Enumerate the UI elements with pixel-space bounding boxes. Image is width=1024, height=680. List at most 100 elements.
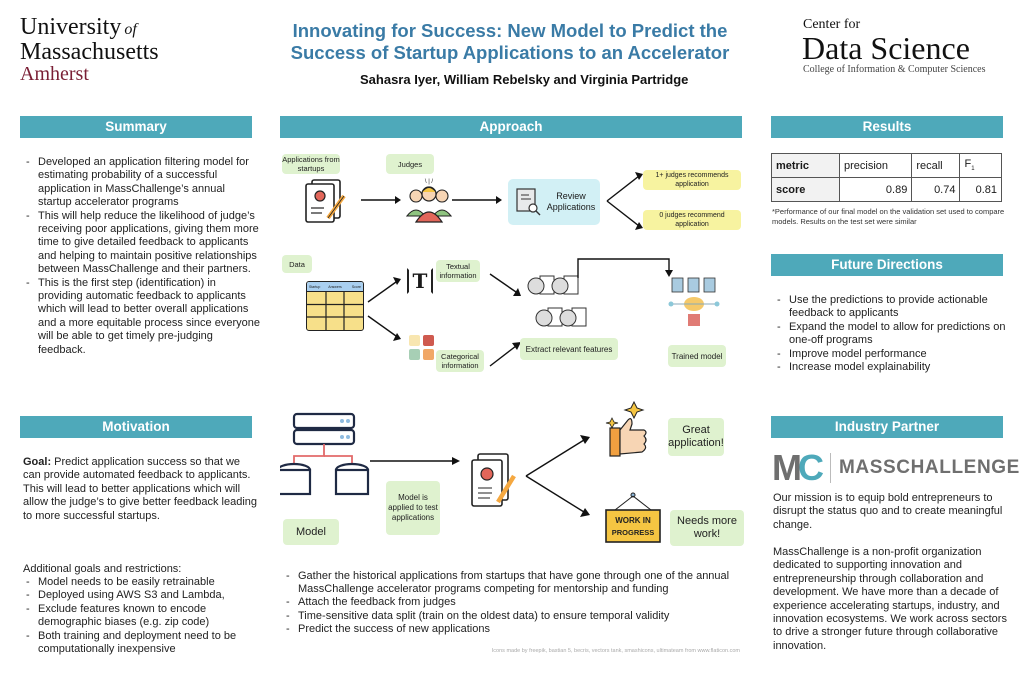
summary-item: This will help reduce the likelihood of …	[24, 210, 260, 277]
precision-header: precision	[838, 153, 913, 178]
additional-goals-heading: Additional goals and restrictions:	[23, 563, 182, 575]
future-item: Use the predictions to provide actionabl…	[775, 294, 1015, 321]
model-applied-box: Model is applied to test applications	[386, 481, 440, 535]
title-line-1: Innovating for Success: New Model to Pre…	[292, 20, 728, 41]
industry-partner-header: Industry Partner	[771, 416, 1003, 438]
goal-label: Goal:	[23, 456, 52, 468]
future-item: Improve model performance	[775, 348, 1015, 362]
data-split-arrows-icon	[367, 277, 401, 341]
umass-logo-line3: Amherst	[20, 63, 89, 85]
poster-title: Innovating for Success: New Model to Pre…	[270, 20, 750, 64]
motivation-list: Model needs to be easily retrainable Dep…	[24, 576, 260, 656]
title-line-2: Success of Startup Applications to an Ac…	[290, 42, 730, 63]
center-data-science-logo: Center for Data Science College of Infor…	[802, 17, 985, 76]
text-bracket-icon	[407, 268, 433, 294]
f1-header: F1	[959, 153, 1002, 178]
f1-letter: F	[964, 158, 972, 171]
test-application-document-icon	[471, 453, 516, 507]
results-table: metric precision recall F1 score 0.89 0.…	[771, 153, 1002, 202]
judges-icon: \ | /	[405, 179, 453, 223]
data-table-icon: Startup Answers Score	[306, 281, 364, 331]
mc-mark: MC	[772, 447, 824, 488]
outcome-split-arrows-icon	[525, 435, 590, 517]
arrow-icon	[452, 196, 502, 204]
arrow-icon	[370, 457, 460, 465]
score-label: score	[771, 177, 840, 202]
authors: Sahasra Iyer, William Rebelsky and Virgi…	[360, 72, 689, 87]
motivation-goal: Goal: Predict application success so tha…	[23, 456, 259, 523]
outcome-recommend-box: 1+ judges recommends application	[643, 170, 741, 190]
feature-extraction-icon	[527, 275, 587, 327]
review-applications-box: Review Applications	[508, 179, 600, 225]
recall-header: recall	[911, 153, 961, 178]
split-arrows-icon	[606, 172, 643, 230]
svg-text:\ | /: \ | /	[425, 179, 434, 185]
approach-item: Attach the feedback from judges	[284, 596, 744, 609]
future-directions-header: Future Directions	[771, 254, 1003, 276]
summary-item: Developed an application filtering model…	[24, 156, 260, 210]
approach-item: Predict the success of new applications	[284, 623, 744, 636]
extract-features-box: Extract relevant features	[520, 338, 618, 360]
umass-logo-line2: Massachusetts	[20, 39, 159, 65]
motivation-header: Motivation	[20, 416, 252, 438]
precision-value: 0.89	[838, 177, 913, 202]
future-item: Expand the model to allow for prediction…	[775, 321, 1015, 348]
logo-divider	[830, 453, 831, 483]
table-col-startup: Startup	[309, 285, 321, 289]
approach-item: Gather the historical applications from …	[284, 570, 744, 596]
results-header: Results	[771, 116, 1003, 138]
great-application-box: Great application!	[668, 418, 724, 456]
future-item: Increase model explainability	[775, 361, 1015, 375]
cds-line1: Center for	[803, 17, 861, 32]
text-glyph-icon: T	[412, 269, 428, 293]
table-row: metric precision recall F1	[771, 153, 1002, 178]
motivation-item: Both training and deployment need to be …	[24, 630, 260, 657]
umass-logo-line1: University	[20, 14, 122, 40]
mc-mark-m: M	[772, 447, 802, 488]
approach-item: Time-sensitive data split (train on the …	[284, 610, 744, 623]
sign-text-line2: PROGRESS	[612, 528, 655, 537]
arrow-icon	[361, 196, 401, 204]
summary-list: Developed an application filtering model…	[24, 156, 260, 357]
f1-value: 0.81	[959, 177, 1002, 202]
mc-name: MASSCHALLENGE	[839, 457, 1020, 478]
approach-header: Approach	[280, 116, 742, 138]
thumbs-up-icon	[605, 400, 647, 457]
judges-label: Judges	[386, 154, 434, 174]
partner-mission: Our mission is to equip bold entrepreneu…	[773, 492, 1003, 531]
outcome-not-recommend-box: 0 judges recommend application	[643, 210, 741, 230]
categorical-squares-icon	[409, 335, 434, 360]
partner-about: MassChallenge is a non-profit organizati…	[773, 546, 1007, 652]
applications-label: Applications from startups	[282, 154, 340, 174]
work-in-progress-sign-icon: WORK IN PROGRESS	[605, 492, 661, 543]
metric-label: metric	[771, 153, 840, 178]
data-table-grid	[307, 292, 363, 330]
needs-more-work-box: Needs more work!	[670, 510, 744, 546]
review-applications-label: Review Applications	[546, 191, 596, 212]
sign-text-line1: WORK IN	[615, 516, 651, 525]
motivation-item: Model needs to be easily retrainable	[24, 576, 260, 590]
review-document-icon	[516, 188, 541, 216]
motivation-item: Deployed using AWS S3 and Lambda,	[24, 589, 260, 603]
data-label: Data	[282, 255, 312, 273]
motivation-item: Exclude features known to encode demogra…	[24, 603, 260, 630]
icon-credits: Icons made by freepik, bastian 5, becris…	[491, 648, 740, 654]
summary-header: Summary	[20, 116, 252, 138]
model-box: Model	[283, 519, 339, 545]
application-document-icon	[305, 179, 346, 223]
umass-logo-of: of	[124, 21, 137, 38]
mc-mark-c: C	[798, 447, 824, 488]
table-row: score 0.89 0.74 0.81	[771, 177, 1002, 202]
masschallenge-logo: MC MASSCHALLENGE	[772, 450, 1020, 486]
approach-list: Gather the historical applications from …	[284, 570, 744, 636]
recall-value: 0.74	[911, 177, 961, 202]
goal-text: Predict application success so that we c…	[23, 456, 258, 522]
textual-info-label: Textual information	[436, 260, 480, 282]
cds-line2: Data Science	[802, 30, 970, 66]
results-note: *Performance of our final model on the v…	[772, 207, 1005, 226]
trained-model-brain-icon	[668, 277, 720, 326]
future-list: Use the predictions to provide actionabl…	[775, 294, 1015, 375]
trained-model-box: Trained model	[668, 345, 726, 367]
feature-arrows-icon	[489, 273, 521, 367]
summary-item: This is the first step (identification) …	[24, 277, 260, 357]
